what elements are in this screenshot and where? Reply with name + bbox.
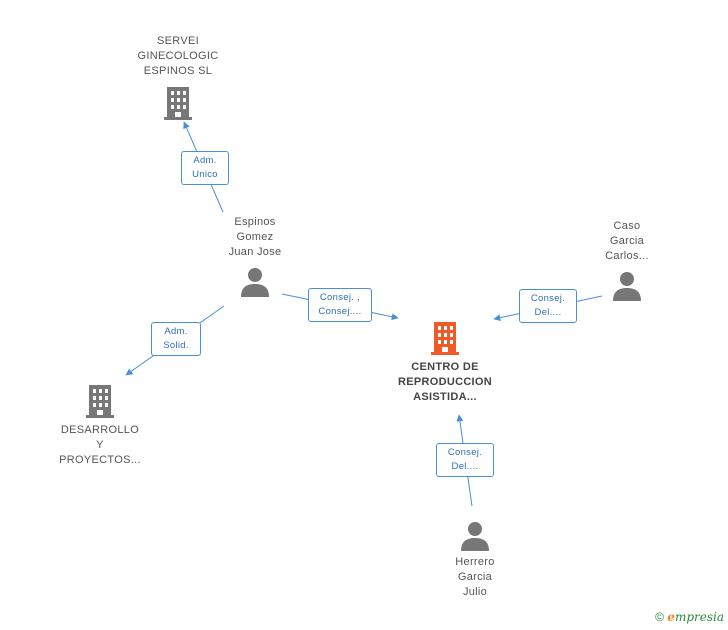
node-label: CENTRO DE REPRODUCCION ASISTIDA... (397, 361, 493, 403)
node-espinos-gomez[interactable]: Espinos Gomez Juan Jose (205, 215, 305, 298)
relation-consej-caso[interactable]: Consej. Del.... (519, 289, 577, 323)
node-label: SERVEI GINECOLOGIC ESPINOS SL (137, 35, 219, 77)
node-label: Herrero Garcia Julio (455, 556, 495, 598)
empresia-logo: empresia (667, 610, 724, 624)
node-label: DESARROLLO Y PROYECTOS... (59, 424, 141, 466)
node-label: Espinos Gomez Juan Jose (228, 216, 282, 258)
relation-consej-herrero[interactable]: Consej. Del.... (436, 443, 494, 477)
node-caso-garcia[interactable]: Caso Garcia Carlos... (582, 219, 672, 302)
relation-consej-main[interactable]: Consej. , Consej.... (308, 288, 372, 322)
building-icon (86, 385, 114, 418)
relation-adm-solid[interactable]: Adm. Solid. (151, 322, 201, 356)
node-centro-reproduccion[interactable]: CENTRO DE REPRODUCCION ASISTIDA... (380, 320, 510, 405)
person-icon (461, 522, 489, 551)
relation-adm-unico[interactable]: Adm. Unico (181, 151, 229, 185)
person-icon (241, 268, 269, 297)
node-desarrollo-proyectos[interactable]: DESARROLLO Y PROYECTOS... (50, 383, 150, 468)
copyright-symbol: © (655, 610, 664, 624)
node-label: Caso Garcia Carlos... (605, 220, 649, 262)
node-servei-ginecologic[interactable]: SERVEI GINECOLOGIC ESPINOS SL (126, 34, 230, 121)
person-icon (613, 272, 641, 301)
building-icon (431, 322, 459, 355)
brand-footer: © empresia (655, 610, 724, 624)
node-herrero-garcia[interactable]: Herrero Garcia Julio (430, 520, 520, 600)
building-icon (164, 87, 192, 120)
